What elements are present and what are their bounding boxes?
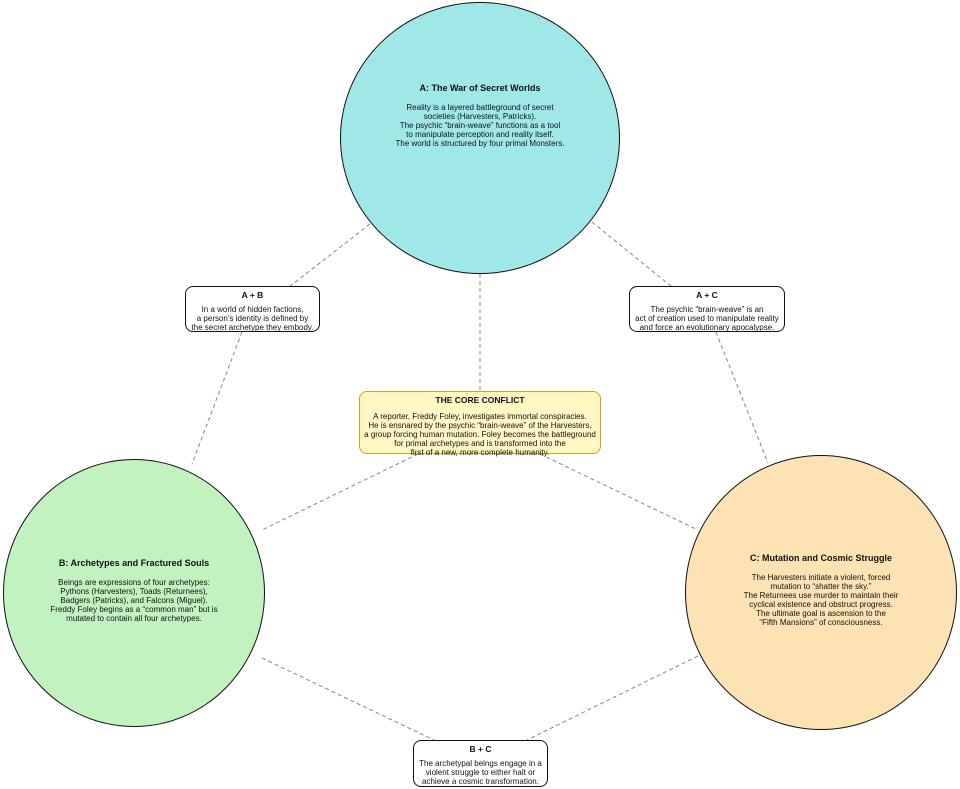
core-conflict-title: THE CORE CONFLICT — [435, 395, 525, 405]
circle-b-title: B: Archetypes and Fractured Souls — [58, 558, 210, 568]
circle-a-text-line: societies (Harvesters, Patricks). — [423, 111, 537, 121]
circle-a-text-line: The psychic “brain-weave” functions as a… — [399, 120, 561, 130]
connector-a-ac — [591, 221, 673, 288]
core-conflict-text-line: He is ensnared by the psychic “brain-wea… — [368, 421, 592, 430]
box-ac-text-line: The psychic “brain-weave” is an — [650, 305, 764, 314]
circle-c-mutation: C: Mutation and Cosmic Struggle The Harv… — [685, 455, 957, 730]
circle-b-text-line: Pythons (Harvesters), Toads (Returnees), — [60, 587, 208, 596]
circle-c-text-line: The Harvesters initiate a violent, force… — [751, 573, 891, 582]
core-conflict-text-line: for primal archetypes and is transformed… — [394, 439, 566, 448]
intersection-box-a-c: A + C The psychic “brain-weave” is an ac… — [629, 286, 785, 332]
circle-b-text-line: mutated to contain all four archetypes. — [66, 614, 202, 623]
circle-b-archetypes: B: Archetypes and Fractured Souls Beings… — [3, 459, 265, 727]
circle-c-text-line: The ultimate goal is ascension to the — [756, 609, 886, 618]
circle-b-text-line: Freddy Foley begins as a “common man” bu… — [50, 605, 218, 614]
circle-a-secret-worlds: A: The War of Secret Worlds Reality is a… — [340, 2, 620, 274]
circle-a-text-line: to manipulate perception and reality its… — [406, 129, 554, 139]
core-conflict-box: THE CORE CONFLICT A reporter, Freddy Fol… — [359, 391, 601, 457]
circle-c-text-line: mutation to “shatter the sky.” — [770, 582, 872, 591]
circle-a-content: A: The War of Secret Worlds Reality is a… — [396, 83, 565, 148]
circle-c-text-line: “Fifth Mansions” of consciousness. — [759, 618, 883, 627]
connector-a-ab — [288, 223, 371, 288]
box-bc-text-line: violent struggle to either halt or — [425, 768, 536, 777]
box-ab-title: A + B — [241, 290, 264, 300]
circle-c-content: C: Mutation and Cosmic Struggle The Harv… — [744, 553, 899, 627]
box-ab-text-line: In a world of hidden factions, — [201, 305, 304, 314]
core-conflict-text-line: A reporter, Freddy Foley, investigates i… — [373, 412, 587, 421]
connector-c-bc — [526, 655, 699, 741]
intersection-box-b-c: B + C The archetypal beings engage in a … — [413, 740, 548, 787]
connector-b-bc — [261, 657, 435, 741]
box-ac-title: A + C — [696, 290, 718, 300]
circle-a-title: A: The War of Secret Worlds — [419, 82, 541, 93]
core-conflict-text-line: a group forcing human mutation. Foley be… — [364, 430, 596, 439]
circle-b-text-line: Badgers (Patricks), and Falcons (Miguel)… — [60, 596, 208, 605]
circle-b-content: B: Archetypes and Fractured Souls Beings… — [50, 558, 217, 623]
box-ac-text-line: and force an evolutionary apocalypse. — [639, 323, 775, 332]
box-ac-text-line: act of creation used to manipulate reali… — [635, 314, 779, 323]
intersection-box-a-b: A + B In a world of hidden factions, a p… — [185, 286, 320, 332]
connector-core-b — [261, 453, 419, 531]
circle-a-text-line: The world is structured by four primal M… — [395, 138, 565, 148]
core-conflict-text-line: first of a new, more complete humanity. — [410, 448, 550, 457]
box-bc-text-line: achieve a cosmic transformation. — [422, 777, 539, 786]
connector-ac-c — [715, 331, 769, 464]
circle-c-text-line: cyclical existence and obstruct progress… — [749, 600, 893, 609]
box-bc-title: B + C — [469, 744, 492, 754]
box-ab-text-line: the secret archetype they embody. — [191, 323, 314, 332]
circle-a-text-line: Reality is a layered battleground of sec… — [406, 102, 554, 112]
connector-core-c — [539, 453, 699, 531]
circle-c-text-line: The Returnees use murder to maintain the… — [743, 591, 899, 600]
box-bc-text-line: The archetypal beings engage in a — [419, 759, 542, 768]
circle-b-text-line: Beings are expressions of four archetype… — [58, 578, 210, 587]
connector-ab-b — [191, 331, 243, 465]
circle-c-title: C: Mutation and Cosmic Struggle — [749, 553, 892, 563]
box-ab-text-line: a person’s identity is defined by — [196, 314, 309, 323]
